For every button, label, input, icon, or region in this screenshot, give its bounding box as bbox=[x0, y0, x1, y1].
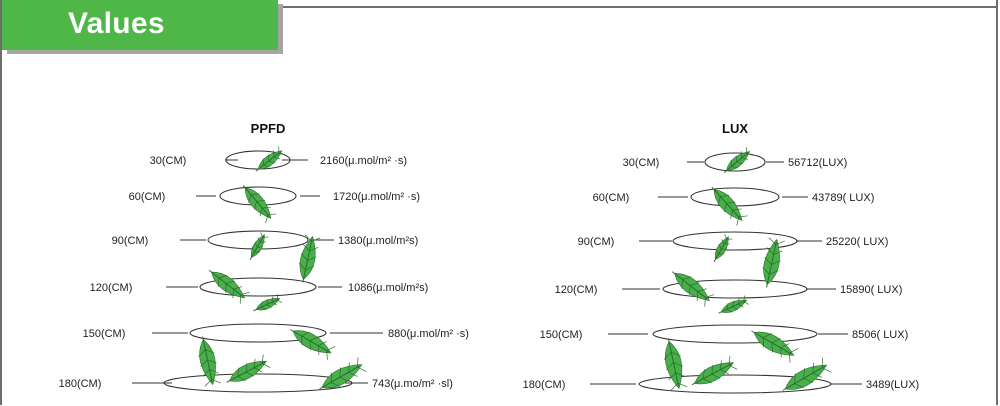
value-label: 743(μ.mo/m² ·sl) bbox=[372, 378, 453, 390]
height-label: 150(CM) bbox=[540, 329, 583, 341]
measurement-row: 120(CM) 15890( LUX) bbox=[555, 279, 902, 299]
height-label: 30(CM) bbox=[623, 157, 660, 169]
leaf-icon bbox=[671, 271, 715, 307]
height-label: 90(CM) bbox=[112, 235, 149, 247]
leaf-icon bbox=[751, 330, 799, 363]
light-ring bbox=[189, 323, 327, 343]
leaf-icon bbox=[249, 232, 269, 261]
value-label: 1086(μ.mol/m²s) bbox=[348, 282, 428, 294]
leaf-icon bbox=[713, 234, 733, 263]
value-label: 2160(μ.mol/m² ·s) bbox=[320, 155, 407, 167]
height-label: 180(CM) bbox=[523, 379, 566, 391]
height-label: 180(CM) bbox=[59, 378, 102, 390]
height-label: 120(CM) bbox=[90, 282, 133, 294]
height-label: 60(CM) bbox=[129, 191, 166, 203]
measurement-row: 60(CM) 1720(μ.mol/m² ·s) bbox=[129, 186, 420, 206]
leaf-icon bbox=[319, 357, 367, 390]
panel-ppfd: PPFD 30(CM) 2160(μ.mol/m² ·s) 60(CM) 1720(μ.… bbox=[59, 121, 469, 393]
header-rule bbox=[278, 6, 998, 8]
leaf-icon bbox=[718, 295, 750, 314]
value-label: 1380(μ.mol/m²s) bbox=[338, 235, 418, 247]
leaf-icon bbox=[255, 146, 286, 172]
leaf-icon bbox=[298, 234, 321, 283]
height-label: 90(CM) bbox=[578, 236, 615, 248]
measurement-row: 150(CM) 880(μ.mol/m² ·s) bbox=[83, 323, 469, 343]
measurement-row: 180(CM) 3489(LUX) bbox=[523, 374, 919, 394]
page-title: Values bbox=[68, 7, 165, 40]
leaf-icon bbox=[723, 147, 754, 173]
measurement-row: 90(CM) 25220( LUX) bbox=[578, 231, 888, 251]
value-label: 1720(μ.mol/m² ·s) bbox=[333, 191, 420, 203]
light-ring bbox=[199, 277, 317, 297]
value-label: 880(μ.mol/m² ·s) bbox=[388, 328, 469, 340]
leaf-icon bbox=[198, 336, 221, 387]
measurement-row: 120(CM) 1086(μ.mol/m²s) bbox=[90, 277, 428, 297]
value-label: 8506( LUX) bbox=[852, 329, 908, 341]
light-ring bbox=[652, 324, 818, 344]
leaf-icon bbox=[290, 329, 336, 360]
height-label: 120(CM) bbox=[555, 284, 598, 296]
measurement-row: 180(CM) 743(μ.mo/m² ·sl) bbox=[59, 373, 453, 393]
measurement-row: 90(CM) 1380(μ.mol/m²s) bbox=[112, 230, 418, 250]
leaf-icon bbox=[242, 185, 277, 224]
height-label: 60(CM) bbox=[593, 192, 630, 204]
measurement-row: 150(CM) 8506( LUX) bbox=[540, 324, 908, 344]
leaf-icon bbox=[691, 355, 738, 386]
value-label: 15890( LUX) bbox=[840, 284, 902, 296]
value-label: 56712(LUX) bbox=[788, 157, 847, 169]
leaf-icon bbox=[663, 338, 688, 391]
height-label: 150(CM) bbox=[83, 328, 126, 340]
measurement-row: 30(CM) 56712(LUX) bbox=[623, 152, 847, 172]
leaf-icon bbox=[782, 357, 832, 391]
light-ring bbox=[163, 373, 353, 393]
leaf-icon bbox=[711, 186, 748, 226]
leaf-icon bbox=[226, 354, 271, 383]
leaf-icon bbox=[253, 294, 283, 312]
value-label: 43789( LUX) bbox=[812, 192, 874, 204]
leaf-icon bbox=[208, 269, 250, 304]
header-banner: Values bbox=[2, 0, 278, 50]
panel-title: LUX bbox=[722, 121, 748, 136]
panel-title: PPFD bbox=[251, 121, 286, 136]
leaf-icon bbox=[762, 237, 785, 288]
value-label: 3489(LUX) bbox=[866, 379, 919, 391]
light-ring bbox=[704, 152, 766, 172]
measurement-row: 30(CM) 2160(μ.mol/m² ·s) bbox=[150, 150, 407, 170]
value-label: 25220( LUX) bbox=[826, 236, 888, 248]
panel-lux: LUX 30(CM) 56712(LUX) 60(CM) 43789( LUX) 90(C… bbox=[523, 121, 919, 394]
height-label: 30(CM) bbox=[150, 155, 187, 167]
